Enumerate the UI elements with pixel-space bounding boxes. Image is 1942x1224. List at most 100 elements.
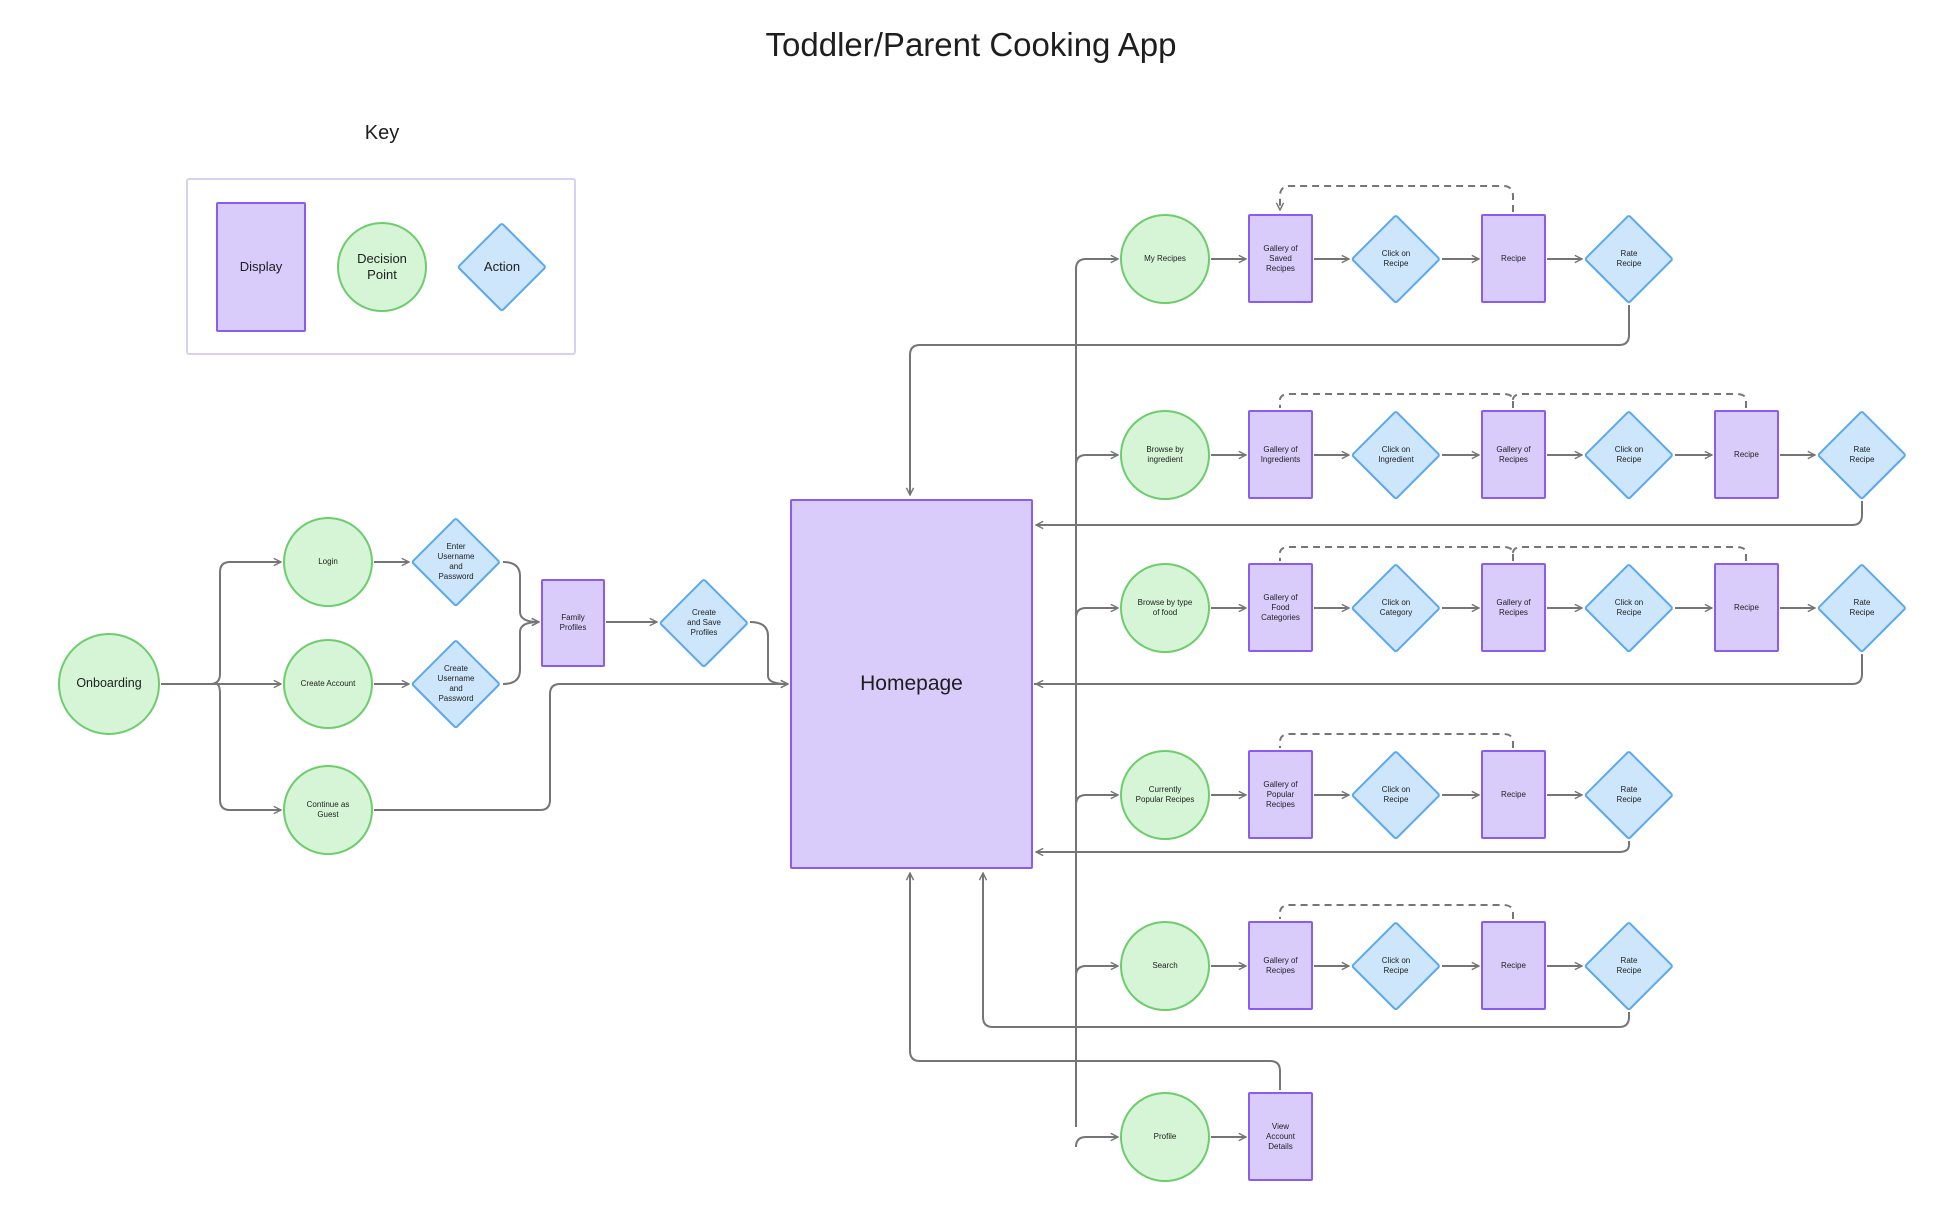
onboarding-node[interactable]: Onboarding — [58, 633, 160, 735]
trunk-to-food-type — [1075, 608, 1118, 619]
food-categories-gallery-node[interactable]: Gallery of Food Categories — [1248, 563, 1313, 652]
search-return — [983, 873, 1630, 1028]
key-display-label: Display — [239, 258, 283, 274]
create-profiles-node[interactable]: Create and Save Profiles — [659, 578, 749, 668]
onboarding-label: Onboarding — [76, 676, 142, 691]
ingredient-click-recipe-node[interactable]: Click on Recipe — [1584, 410, 1674, 500]
ingredient-rate-node[interactable]: Rate Recipe — [1817, 410, 1907, 500]
category-rate-label: Rate Recipe — [1849, 598, 1875, 617]
popular-back-loop — [1279, 733, 1514, 748]
create-credentials-label: Create Username and Password — [437, 664, 475, 703]
key-decision-label: Decision Point — [357, 250, 407, 282]
family-profiles-node[interactable]: Family Profiles — [541, 579, 605, 667]
popular-gallery-label: Gallery of Popular Recipes — [1263, 779, 1298, 809]
category-click-recipe-node[interactable]: Click on Recipe — [1584, 563, 1674, 653]
account-details-label: View Account Details — [1266, 1121, 1295, 1151]
browse-food-type-node[interactable]: Browse by type of food — [1120, 563, 1210, 653]
browse-ingredient-node[interactable]: Browse by ingredient — [1120, 410, 1210, 500]
my-recipes-click-label: Click on Recipe — [1381, 249, 1411, 268]
food-type-back-loop-2 — [1512, 546, 1747, 561]
search-gallery-node[interactable]: Gallery of Recipes — [1248, 921, 1313, 1010]
ingredient-recipes-gallery-label: Gallery of Recipes — [1496, 444, 1531, 464]
ingredient-back-loop-2 — [1512, 393, 1747, 408]
popular-recipes-label: Currently Popular Recipes — [1135, 785, 1195, 804]
click-ingredient-node[interactable]: Click on Ingredient — [1351, 410, 1441, 500]
browse-ingredient-label: Browse by ingredient — [1146, 445, 1184, 464]
popular-click-recipe-node[interactable]: Click on Recipe — [1351, 750, 1441, 840]
key-legend-box — [186, 178, 576, 355]
ingredients-gallery-label: Gallery of Ingredients — [1260, 444, 1301, 464]
search-rate-label: Rate Recipe — [1616, 956, 1642, 975]
create-account-node[interactable]: Create Account — [283, 639, 373, 729]
click-category-label: Click on Category — [1379, 598, 1413, 617]
my-recipes-click-node[interactable]: Click on Recipe — [1351, 214, 1441, 304]
search-back-loop — [1279, 904, 1514, 919]
guest-to-homepage — [374, 684, 788, 811]
food-type-return — [1036, 654, 1863, 684]
profile-node[interactable]: Profile — [1120, 1092, 1210, 1182]
ingredients-gallery-node[interactable]: Gallery of Ingredients — [1248, 410, 1313, 499]
create-credentials-node[interactable]: Create Username and Password — [411, 639, 501, 729]
category-click-recipe-label: Click on Recipe — [1614, 598, 1644, 617]
profile-label: Profile — [1153, 1132, 1177, 1141]
my-recipes-recipe-node[interactable]: Recipe — [1481, 214, 1546, 303]
search-click-recipe-node[interactable]: Click on Recipe — [1351, 921, 1441, 1011]
login-label: Login — [318, 557, 338, 566]
continue-as-guest-label: Continue as Guest — [306, 800, 350, 819]
popular-recipes-node[interactable]: Currently Popular Recipes — [1120, 750, 1210, 840]
ingredient-return — [1036, 501, 1863, 525]
search-node[interactable]: Search — [1120, 921, 1210, 1011]
category-recipe-node[interactable]: Recipe — [1714, 563, 1779, 652]
ingredient-recipe-label: Recipe — [1734, 449, 1759, 459]
trunk-to-ingredient — [1075, 455, 1118, 466]
search-gallery-label: Gallery of Recipes — [1263, 955, 1298, 975]
my-recipes-node[interactable]: My Recipes — [1120, 214, 1210, 304]
login-node[interactable]: Login — [283, 517, 373, 607]
key-title: Key — [364, 122, 400, 144]
my-recipes-rate-label: Rate Recipe — [1616, 249, 1642, 268]
enter-credentials-label: Enter Username and Password — [437, 542, 475, 581]
search-label: Search — [1152, 961, 1178, 970]
click-ingredient-label: Click on Ingredient — [1378, 445, 1414, 464]
popular-recipe-node[interactable]: Recipe — [1481, 750, 1546, 839]
popular-rate-node[interactable]: Rate Recipe — [1584, 750, 1674, 840]
trunk-to-popular — [1075, 795, 1118, 806]
click-category-node[interactable]: Click on Category — [1351, 563, 1441, 653]
homepage-label: Homepage — [860, 671, 963, 695]
search-rate-node[interactable]: Rate Recipe — [1584, 921, 1674, 1011]
enter-credentials-node[interactable]: Enter Username and Password — [411, 517, 501, 607]
key-decision-shape: Decision Point — [337, 222, 427, 312]
ingredient-click-recipe-label: Click on Recipe — [1614, 445, 1644, 464]
search-recipe-node[interactable]: Recipe — [1481, 921, 1546, 1010]
enter-credentials-to-profiles — [502, 561, 539, 622]
account-details-node[interactable]: View Account Details — [1248, 1092, 1313, 1181]
profile-return — [910, 873, 1281, 1090]
saved-recipes-gallery-node[interactable]: Gallery of Saved Recipes — [1248, 214, 1313, 303]
popular-rate-label: Rate Recipe — [1616, 785, 1642, 804]
popular-return — [1036, 841, 1630, 852]
popular-gallery-node[interactable]: Gallery of Popular Recipes — [1248, 750, 1313, 839]
create-profiles-label: Create and Save Profiles — [687, 608, 721, 637]
popular-recipe-label: Recipe — [1501, 789, 1526, 799]
my-recipes-label: My Recipes — [1144, 254, 1186, 263]
ingredient-recipes-gallery-node[interactable]: Gallery of Recipes — [1481, 410, 1546, 499]
category-rate-node[interactable]: Rate Recipe — [1817, 563, 1907, 653]
create-account-label: Create Account — [300, 679, 356, 688]
my-recipes-rate-node[interactable]: Rate Recipe — [1584, 214, 1674, 304]
food-type-back-loop-1 — [1279, 546, 1514, 561]
category-recipe-label: Recipe — [1734, 602, 1759, 612]
ingredient-recipe-node[interactable]: Recipe — [1714, 410, 1779, 499]
saved-recipes-gallery-label: Gallery of Saved Recipes — [1263, 243, 1298, 273]
continue-as-guest-node[interactable]: Continue as Guest — [283, 765, 373, 855]
my-recipes-recipe-label: Recipe — [1501, 253, 1526, 263]
homepage-node[interactable]: Homepage — [790, 499, 1033, 869]
onboarding-to-login — [161, 562, 281, 685]
ingredient-back-loop-1 — [1279, 393, 1514, 408]
family-profiles-label: Family Profiles — [559, 613, 587, 632]
category-recipes-gallery-node[interactable]: Gallery of Recipes — [1481, 563, 1546, 652]
browse-food-type-label: Browse by type of food — [1137, 598, 1193, 617]
search-click-recipe-label: Click on Recipe — [1381, 956, 1411, 975]
saved-recipes-back-loop — [1280, 185, 1514, 212]
